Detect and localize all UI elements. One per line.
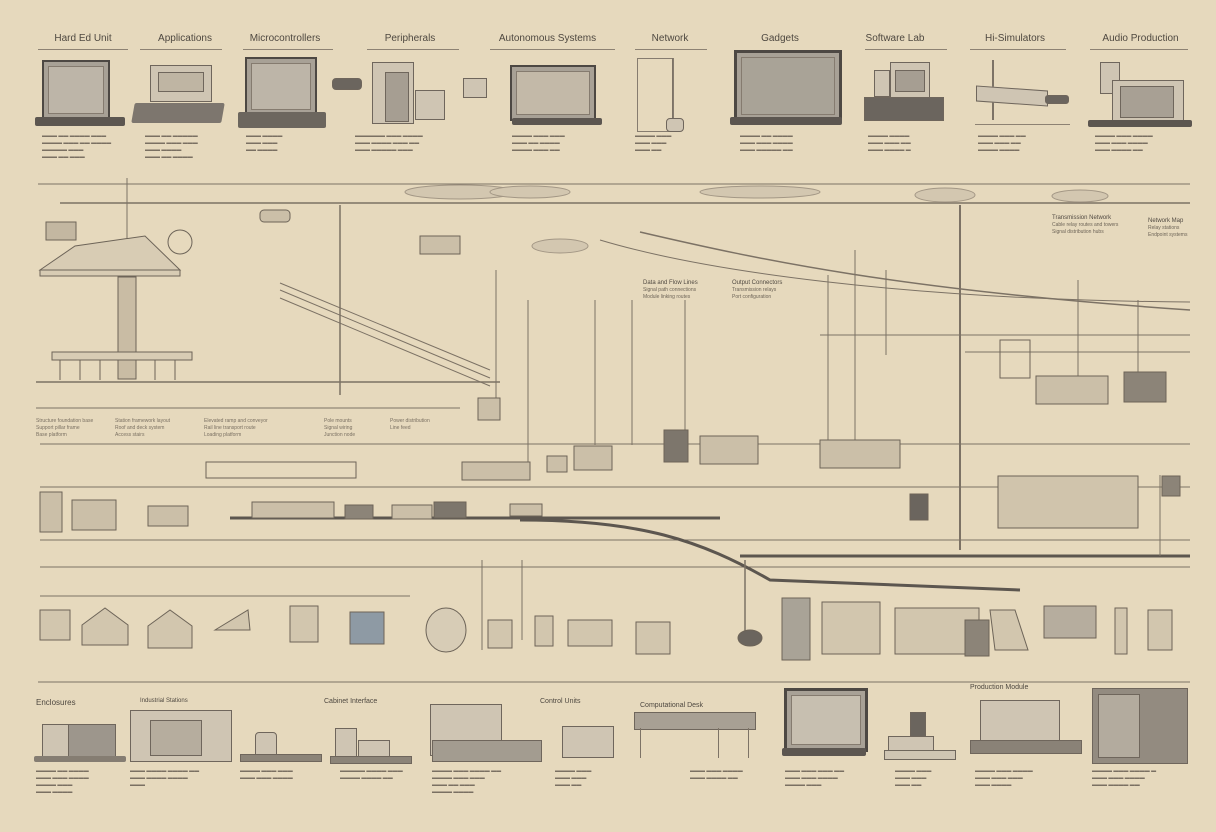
top-desc-6: ▬▬▬▬ ▬▬▬▬▬▬ ▬▬▬▬▬▬ ▬▬ <box>635 133 672 153</box>
note-2: Station framework layout Roof and deck s… <box>115 418 171 438</box>
bottom-heading-4: Cabinet Interface <box>324 698 378 705</box>
bottom-heading-10: Production Module <box>970 684 1029 691</box>
note-5: Power distribution Line feed <box>390 418 430 431</box>
divider <box>865 49 947 50</box>
top-heading-6: Network <box>651 33 689 44</box>
divider <box>140 49 222 50</box>
bottom-heading-6: Control Units <box>540 698 581 705</box>
bottom-heading-1: Enclosures <box>36 698 76 707</box>
note-1: Structure foundation base Support pillar… <box>36 418 94 438</box>
divider <box>1090 49 1188 50</box>
callout-3: Transmission Network Cable relay routes … <box>1052 215 1119 235</box>
divider <box>367 49 459 50</box>
bottom-heading-7: Computational Desk <box>640 702 704 709</box>
top-heading-5: Autonomous Systems <box>498 33 597 44</box>
bottom-desc-7: ▬▬▬ ▬▬▬ ▬▬▬▬▬▬▬ ▬▬▬▬ ▬▬ <box>690 768 743 781</box>
top-heading-8: Software Lab <box>865 33 925 44</box>
callout-1: Data and Flow Lines Signal path connecti… <box>643 280 698 300</box>
top-desc-8: ▬▬▬▬ ▬▬▬▬▬▬▬ ▬▬▬ ▬▬▬▬▬ ▬▬▬▬ ▬ <box>868 133 911 153</box>
top-desc-3: ▬▬▬ ▬▬▬▬▬▬▬ ▬▬▬▬▬ ▬▬▬▬ <box>246 133 283 153</box>
top-desc-4: ▬▬▬▬▬▬ ▬▬▬ ▬▬▬▬▬▬▬ ▬▬▬▬ ▬▬▬ ▬▬▬▬▬ ▬▬▬▬▬ … <box>355 133 423 153</box>
top-heading-4: Peripherals <box>384 33 436 44</box>
bottom-desc-2: ▬▬▬ ▬▬▬▬ ▬▬▬▬ ▬▬▬▬▬ ▬▬▬▬ ▬▬▬▬▬▬▬ <box>130 768 200 788</box>
top-desc-7: ▬▬▬▬ ▬▬ ▬▬▬▬▬▬▬ ▬▬▬ ▬▬▬▬▬▬▬ ▬▬▬▬▬ ▬▬ <box>740 133 793 153</box>
top-heading-2: Applications <box>158 33 212 44</box>
bottom-heading-2: Industrial Stations <box>140 698 188 704</box>
callout-2: Output Connectors Transmission relays Po… <box>732 280 783 300</box>
bottom-desc-8: ▬▬▬ ▬▬▬ ▬▬▬ ▬▬▬▬▬ ▬▬▬ ▬▬▬▬▬▬▬▬ ▬▬▬ <box>785 768 845 788</box>
top-desc-10: ▬▬▬▬ ▬▬▬ ▬▬▬▬▬▬▬ ▬▬▬ ▬▬▬▬▬▬▬ ▬▬▬▬ ▬▬ <box>1095 133 1153 153</box>
bottom-desc-1: ▬▬▬▬ ▬▬ ▬▬▬▬▬▬▬ ▬▬▬ ▬▬▬▬▬▬▬▬ ▬▬▬▬▬▬ ▬▬▬▬ <box>36 768 89 795</box>
divider <box>970 49 1066 50</box>
top-heading-3: Microcontrollers <box>249 33 321 44</box>
callout-4: Network Map Relay stations Endpoint syst… <box>1148 218 1188 238</box>
bottom-desc-9: ▬▬▬▬ ▬▬▬▬▬▬ ▬▬▬▬▬▬ ▬▬ <box>895 768 932 788</box>
divider <box>490 49 615 50</box>
top-desc-5: ▬▬▬▬ ▬▬▬ ▬▬▬▬▬▬ ▬▬ ▬▬▬▬▬▬▬▬ ▬▬▬ ▬▬ <box>512 133 565 153</box>
equipment-sketches <box>39 597 1173 661</box>
bottom-desc-3: ▬▬▬▬ ▬▬▬ ▬▬▬▬▬▬ ▬▬▬ ▬▬▬▬ <box>240 768 293 781</box>
top-heading-7: Gadgets <box>761 33 799 44</box>
top-heading-10: Audio Production <box>1102 33 1179 44</box>
bottom-desc-6: ▬▬▬▬ ▬▬▬▬▬▬ ▬▬▬▬▬▬ ▬▬ <box>555 768 592 788</box>
top-desc-1: ▬▬▬ ▬▬ ▬▬▬▬ ▬▬▬▬▬▬▬ ▬▬▬ ▬▬ ▬▬▬▬▬▬▬▬▬ ▬▬▬… <box>42 133 112 160</box>
top-heading-9: Hi-Simulators <box>984 33 1045 44</box>
bottom-desc-4: ▬▬▬▬▬ ▬▬▬▬ ▬▬▬▬▬▬▬ ▬▬▬▬ ▬▬ <box>340 768 403 781</box>
note-4: Pole mounts Signal wiring Junction node <box>324 418 356 438</box>
bottom-desc-10: ▬▬▬▬ ▬▬▬ ▬▬▬▬▬▬▬ ▬▬▬ ▬▬▬▬▬▬ ▬▬▬▬ <box>975 768 1033 788</box>
divider <box>38 49 128 50</box>
bottom-desc-11: ▬▬▬▬ ▬▬▬ ▬▬▬▬ ▬▬▬▬ ▬▬▬ ▬▬▬▬▬▬▬ ▬▬▬▬ ▬▬ <box>1092 768 1157 788</box>
top-heading-1: Hard Ed Unit <box>54 33 112 44</box>
top-desc-2: ▬▬▬ ▬▬ ▬▬▬▬▬▬▬▬▬ ▬▬▬ ▬▬▬▬▬▬ ▬▬▬▬▬▬▬ ▬▬ ▬… <box>145 133 198 160</box>
bottom-desc-5: ▬▬▬▬ ▬▬▬ ▬▬▬▬ ▬▬▬▬▬▬ ▬▬▬ ▬▬▬▬▬▬ ▬▬ ▬▬▬▬▬… <box>432 768 502 795</box>
divider <box>243 49 333 50</box>
note-3: Elevated ramp and conveyor Rail line tra… <box>204 418 268 438</box>
top-desc-9: ▬▬▬▬ ▬▬▬ ▬▬▬▬▬ ▬▬▬ ▬▬▬▬▬▬ ▬▬▬▬ <box>978 133 1026 153</box>
divider <box>635 49 707 50</box>
